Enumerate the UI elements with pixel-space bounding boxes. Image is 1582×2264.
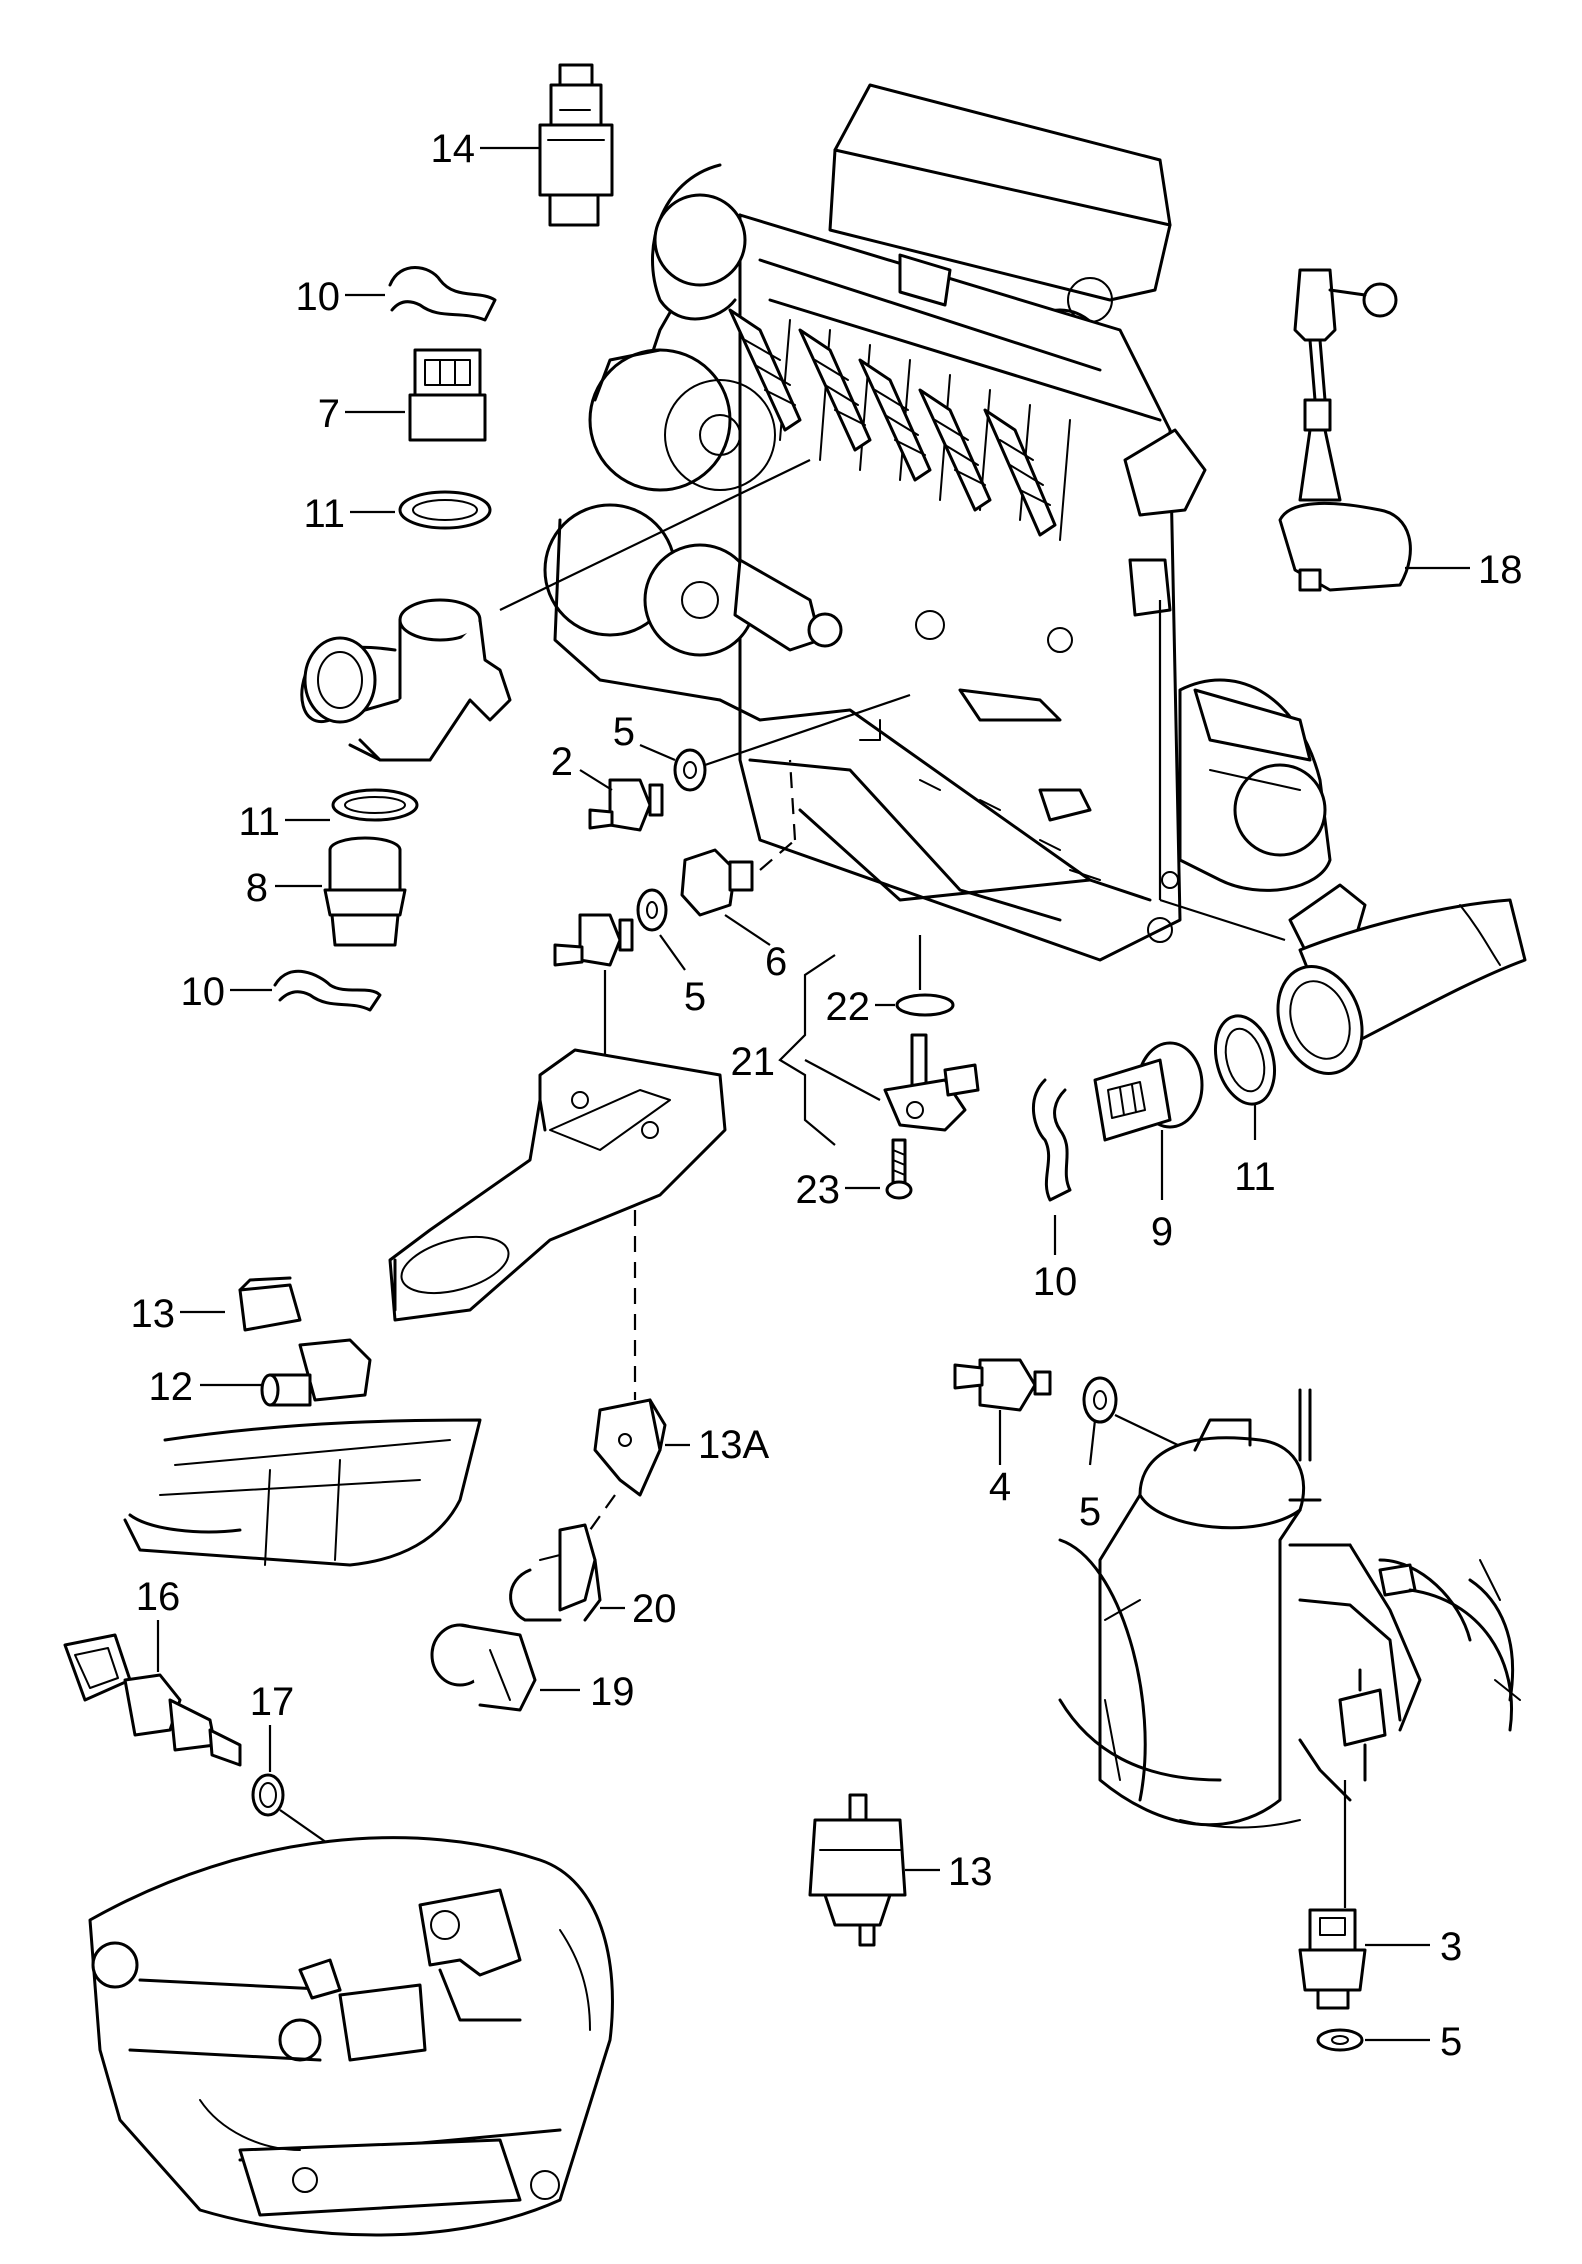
callout-23: 23	[796, 1168, 841, 1212]
part-16-sensor	[63, 1633, 242, 1767]
callout-18: 18	[1478, 548, 1523, 592]
part-10-clip-c	[1031, 1078, 1072, 1202]
part-10-clip-b	[273, 969, 382, 1012]
callout-12: 12	[149, 1365, 194, 1409]
reservoir-illustration	[1058, 1388, 1521, 1829]
part-19-button	[430, 1623, 537, 1712]
part-6-plug	[680, 848, 754, 917]
callout-5b: 5	[684, 975, 706, 1019]
callout-8: 8	[246, 866, 268, 910]
leader-13A-dash	[589, 1494, 616, 1531]
part-21-sensor	[883, 1033, 980, 1132]
part-22-oring	[895, 993, 955, 1017]
callout-13b: 13	[948, 1850, 993, 1894]
callout-21: 21	[731, 1040, 776, 1084]
leader-flange-right	[1158, 600, 1286, 942]
leader-2	[579, 769, 613, 791]
callout-14: 14	[431, 127, 476, 171]
part-8-sensor	[323, 836, 407, 947]
part-11-seal-c	[1214, 1014, 1276, 1106]
part-20-clip	[509, 1523, 602, 1622]
coolant-flange-left	[300, 598, 512, 762]
leader-5a	[639, 743, 676, 762]
leader-6-dash	[759, 759, 797, 871]
callout-5d: 5	[1440, 2020, 1462, 2064]
part-23-bolt	[885, 1138, 913, 1200]
part-11-seal	[398, 490, 492, 530]
callout-3: 3	[1440, 1925, 1462, 1969]
part-5-washer-c	[1082, 1376, 1118, 1424]
callout-22: 22	[826, 985, 871, 1029]
part-13-cap	[238, 1276, 302, 1332]
callout-11c: 11	[1234, 1155, 1276, 1199]
callout-5a: 5	[613, 710, 635, 754]
part-5-washer-b	[636, 888, 668, 932]
coolant-flange-right	[1276, 883, 1527, 1075]
callout-5c: 5	[1079, 1490, 1101, 1534]
part-5-washer-d	[1316, 2028, 1364, 2052]
part-13A-holder	[593, 1398, 667, 1497]
part-2-sensor	[588, 778, 664, 832]
part-1-sensor	[553, 913, 634, 967]
callout-13a: 13	[131, 1292, 176, 1336]
part-14-switch	[538, 63, 614, 227]
headlight-illustration	[123, 1418, 482, 1567]
leader-5c	[1088, 1419, 1097, 1466]
callout-16: 16	[136, 1575, 181, 1619]
callout-6: 6	[765, 940, 787, 984]
part-13-switch	[808, 1793, 907, 1947]
callout-9: 9	[1151, 1210, 1173, 1254]
leader-flange-left	[499, 459, 811, 611]
callout-11a: 11	[303, 492, 345, 536]
leader-5a-engine	[704, 693, 911, 767]
part-4-sensor	[953, 1358, 1052, 1412]
part-18-sensor	[1278, 268, 1412, 592]
callout-11b: 11	[238, 800, 280, 844]
mounting-bracket	[388, 1048, 727, 1322]
leader-6	[724, 914, 771, 946]
callout-10a: 10	[296, 275, 341, 319]
part-3-switch	[1298, 1908, 1367, 2010]
bracket-21	[778, 954, 881, 1146]
part-10-clip	[388, 266, 497, 322]
callout-13A: 13A	[698, 1423, 769, 1467]
callout-10c: 10	[1033, 1260, 1078, 1304]
callout-10b: 10	[181, 970, 226, 1014]
part-12-connector	[260, 1338, 372, 1407]
leader-5b	[659, 934, 686, 971]
part-11-seal-b	[331, 788, 419, 822]
gearbox-illustration	[88, 1836, 614, 2237]
engine-block-illustration	[543, 83, 1332, 962]
part-7-sensor	[408, 348, 487, 442]
part-17-oring	[251, 1773, 285, 1817]
callout-2: 2	[551, 740, 573, 784]
callout-7: 7	[318, 392, 340, 436]
callout-20: 20	[632, 1587, 677, 1631]
part-9-sensor	[1093, 1041, 1204, 1142]
callout-4: 4	[989, 1465, 1011, 1509]
callout-17: 17	[250, 1680, 295, 1724]
callout-19: 19	[590, 1670, 635, 1714]
part-5-washer-a	[673, 748, 707, 792]
